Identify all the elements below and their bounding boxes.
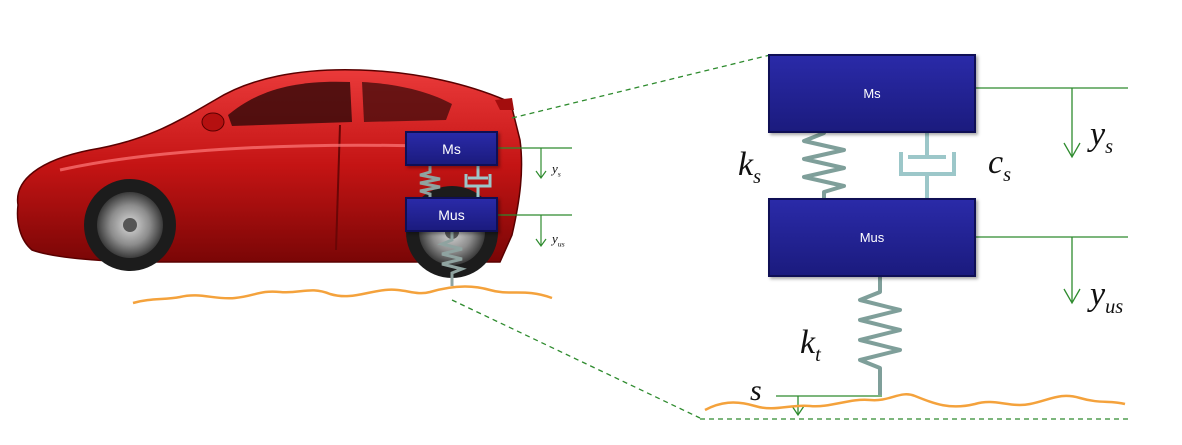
ys-label: ys [1090, 118, 1113, 157]
small-damper-suspension [464, 166, 492, 197]
front-wheel [84, 179, 176, 271]
car-rear-window [362, 82, 452, 122]
cs-base: c [988, 144, 1004, 181]
sprung-mass-label: Ms [863, 86, 881, 101]
ys-arrowhead [1063, 142, 1081, 159]
spring-tire [858, 276, 902, 395]
small-ys-label: ys [552, 162, 561, 178]
small-suspension-model [419, 147, 572, 286]
small-ys-arrowhead [535, 170, 547, 180]
yus-arrowhead [1063, 288, 1081, 305]
small-yus-label: yus [552, 232, 565, 248]
sprung-mass-block: Ms [768, 54, 976, 133]
small-spring-tire [437, 231, 467, 286]
small-sprung-mass-label: Ms [442, 140, 461, 157]
small-unsprung-mass: Mus [405, 197, 498, 232]
road-profile-car [132, 285, 553, 305]
kt-sub: t [815, 343, 821, 366]
small-spring-suspension [419, 166, 441, 197]
unsprung-mass-block: Mus [768, 198, 976, 277]
ys-sub: s [1105, 135, 1114, 158]
damper-suspension [899, 127, 956, 198]
car-side-mirror [201, 112, 225, 132]
car-illustration [16, 69, 523, 278]
cs-sub: s [1003, 163, 1012, 186]
car-window [228, 81, 352, 126]
yus-label: yus [1090, 278, 1123, 317]
road-input-label: s [750, 376, 762, 406]
ks-label: ks [738, 148, 761, 187]
yus-base: y [1090, 276, 1106, 313]
small-yus-arrowhead [535, 238, 547, 248]
zoom-line-top [511, 54, 771, 119]
kt-base: k [800, 324, 816, 361]
cs-label: cs [988, 146, 1011, 185]
small-ys-sub: s [557, 169, 561, 179]
s-arrowhead [791, 405, 805, 417]
ys-base: y [1090, 116, 1106, 153]
small-ys-base: y [552, 161, 558, 176]
small-yus-sub: us [557, 239, 565, 249]
small-unsprung-mass-label: Mus [438, 206, 465, 223]
ks-sub: s [753, 165, 762, 188]
ks-base: k [738, 146, 754, 183]
road-input-text: s [750, 374, 762, 407]
unsprung-mass-label: Mus [859, 230, 885, 245]
small-yus-base: y [552, 231, 558, 246]
yus-sub: us [1105, 295, 1124, 318]
zoom-line-bottom [451, 299, 701, 419]
car-spoiler [495, 98, 514, 110]
kt-label: kt [800, 326, 821, 365]
small-sprung-mass: Ms [405, 131, 498, 166]
road-profile-detail [704, 393, 1126, 412]
spring-suspension [802, 121, 846, 198]
